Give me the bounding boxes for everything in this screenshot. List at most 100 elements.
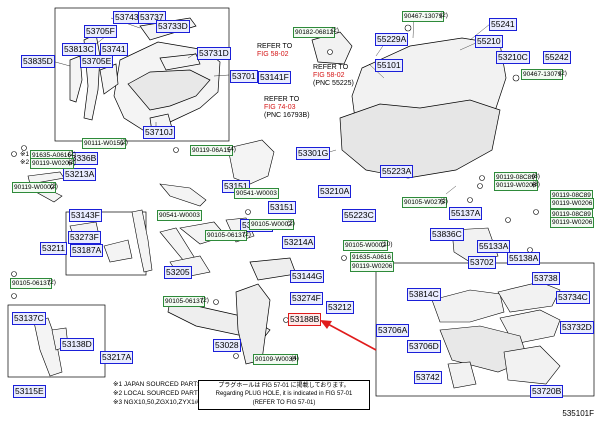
dash-panel-drawing <box>311 31 507 179</box>
part-label-53720B[interactable]: 53720B <box>530 385 564 398</box>
partcode-90109-W0030[interactable]: 90109-W0030 <box>253 354 298 365</box>
part-label-53151-b[interactable]: 53151 <box>268 201 296 214</box>
part-label-55137A[interactable]: 55137A <box>449 207 483 220</box>
part-label-55101[interactable]: 55101 <box>375 59 403 72</box>
part-label-53273F[interactable]: 53273F <box>68 231 101 244</box>
qty: (2) <box>331 27 339 34</box>
part-label-53733D[interactable]: 53733D <box>156 20 190 33</box>
part-label-53705F[interactable]: 53705F <box>84 25 117 38</box>
left-bracket-drawings <box>27 139 275 279</box>
part-label-53213A[interactable]: 53213A <box>63 168 97 181</box>
partcode-90119-W0002[interactable]: 90119-W0002 <box>12 182 57 193</box>
qty: (8) <box>532 181 540 188</box>
partcode-90467-13079[interactable]: 90467-13079 <box>402 11 445 22</box>
qty: (10) <box>381 241 393 248</box>
partcode-90105-06137-b[interactable]: 90105-06137 <box>10 278 53 289</box>
apron-member-drawings <box>431 227 561 389</box>
part-label-53214A[interactable]: 53214A <box>282 236 316 249</box>
part-label-53144G[interactable]: 53144G <box>290 270 325 283</box>
part-label-55138A[interactable]: 55138A <box>507 252 541 265</box>
part-label-53743[interactable]: 53743 <box>113 11 141 24</box>
part-label-55133A[interactable]: 55133A <box>477 240 511 253</box>
qty: (4) <box>228 146 236 153</box>
partcode-90119-W0206-d[interactable]: 90119-W0206 <box>550 217 595 228</box>
part-label-55229A[interactable]: 55229A <box>375 33 409 46</box>
part-label-53701[interactable]: 53701 <box>230 70 258 83</box>
part-label-53734C[interactable]: 53734C <box>556 291 590 304</box>
lower-left-group-box <box>7 304 106 378</box>
part-label-53742[interactable]: 53742 <box>414 371 442 384</box>
part-label-53028[interactable]: 53028 <box>213 339 241 352</box>
footnote-local: ※2 LOCAL SOURCED PARTS <box>113 390 203 397</box>
part-label-53274F[interactable]: 53274F <box>290 292 323 305</box>
part-label-53706D[interactable]: 53706D <box>407 340 441 353</box>
partcode-90119-W0206-e[interactable]: 90119-W0206 <box>350 261 395 272</box>
partcode-90119-W0206-b[interactable]: 90119-W0206 <box>494 180 539 191</box>
qty: (2) <box>48 279 56 286</box>
qty: (2) <box>559 70 567 77</box>
part-label-53741[interactable]: 53741 <box>100 43 128 56</box>
footnote-japan: ※1 JAPAN SOURCED PARTS <box>113 381 202 388</box>
part-label-53115E[interactable]: 53115E <box>13 385 46 398</box>
part-label-55241[interactable]: 55241 <box>489 18 517 31</box>
partcode-90119-06A15[interactable]: 90119-06A15 <box>190 145 233 156</box>
part-label-53138D[interactable]: 53138D <box>60 338 94 351</box>
plug-hole-note: プラグホールは FIG 57-01 に掲載しております。 Regarding P… <box>198 380 370 410</box>
part-label-53710J[interactable]: 53710J <box>143 126 175 139</box>
part-label-53187A[interactable]: 53187A <box>70 244 104 257</box>
part-label-53143F[interactable]: 53143F <box>69 209 102 222</box>
part-label-53210A[interactable]: 53210A <box>318 185 352 198</box>
part-label-55223A[interactable]: 55223A <box>380 165 414 178</box>
partcode-90541-W0003[interactable]: 90541-W0003 <box>157 210 202 221</box>
partcode-90105-06137[interactable]: 90105-06137 <box>205 230 248 241</box>
part-label-53217A[interactable]: 53217A <box>100 351 134 364</box>
note-line-jp: プラグホールは FIG 57-01 に掲載しております。 <box>218 383 350 389</box>
part-label-53188B-highlighted[interactable]: 53188B <box>288 313 322 326</box>
qty: (4) <box>291 355 299 362</box>
part-label-53141F[interactable]: 53141F <box>258 71 291 84</box>
part-label-53137C[interactable]: 53137C <box>12 312 46 325</box>
part-label-53205[interactable]: 53205 <box>164 266 192 279</box>
part-label-53731D[interactable]: 53731D <box>197 47 231 60</box>
part-label-53813C[interactable]: 53813C <box>62 43 96 56</box>
partcode-90467-13079-b[interactable]: 90467-13079 <box>521 69 564 80</box>
diagram-code: 535101F <box>562 409 594 418</box>
mark: ※2 <box>20 159 30 166</box>
partcode-90119-W0206-c[interactable]: 90119-W0206 <box>550 198 595 209</box>
part-label-55242[interactable]: 55242 <box>543 51 571 64</box>
partcode-90105-06137-c[interactable]: 90105-06137 <box>163 296 206 307</box>
partcode-90105-W0002-b[interactable]: 90105-W0002 <box>343 240 388 251</box>
part-label-55210[interactable]: 55210 <box>475 35 503 48</box>
part-label-53212[interactable]: 53212 <box>326 301 354 314</box>
note-line-en: Regarding PLUG HOLE, it is indicated in … <box>215 391 353 397</box>
qty: (2) <box>68 151 76 158</box>
qty: (2) <box>201 297 209 304</box>
partcode-90111-W0151[interactable]: 90111-W0151 <box>82 138 126 149</box>
partcode-90182-06812[interactable]: 90182-06812 <box>293 27 336 38</box>
highlight-arrow <box>320 320 377 351</box>
partcode-90105-W0002[interactable]: 90105-W0002 <box>249 219 294 230</box>
part-label-53835D[interactable]: 53835D <box>21 55 55 68</box>
part-label-53706A[interactable]: 53706A <box>376 324 410 337</box>
mark: ※1 <box>20 151 30 158</box>
partcode-90541-W0003-b[interactable]: 90541-W0003 <box>234 188 279 199</box>
qty: (2) <box>120 139 128 146</box>
part-label-53211[interactable]: 53211 <box>40 242 68 255</box>
part-label-53814C[interactable]: 53814C <box>407 288 441 301</box>
partcode-90119-W0206[interactable]: 90119-W0206 <box>30 158 75 169</box>
part-label-53836C[interactable]: 53836C <box>430 228 464 241</box>
part-label-55223C[interactable]: 55223C <box>342 209 376 222</box>
part-label-53738[interactable]: 53738 <box>532 272 560 285</box>
part-label-53301G[interactable]: 53301G <box>296 147 331 160</box>
qty: (2) <box>243 231 251 238</box>
part-label-53210C[interactable]: 53210C <box>496 51 530 64</box>
part-label-53702[interactable]: 53702 <box>468 256 496 269</box>
part-label-53705E[interactable]: 53705E <box>80 55 114 68</box>
part-label-53732D[interactable]: 53732D <box>560 321 594 334</box>
partcode-90105-W0275[interactable]: 90105-W0275 <box>402 197 447 208</box>
note-line-ref[interactable]: (REFER TO FIG 57-01) <box>252 400 316 406</box>
